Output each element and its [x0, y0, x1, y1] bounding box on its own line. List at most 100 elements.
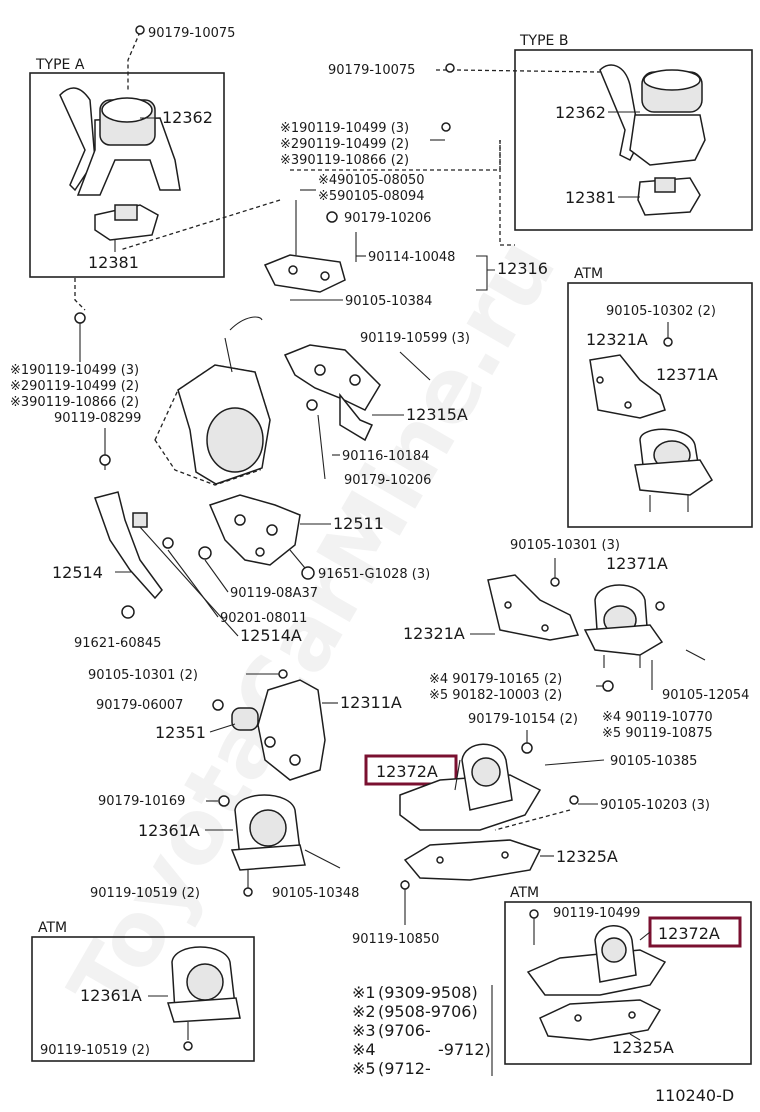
label-g3: 90119-08A37	[230, 586, 318, 601]
label-g4: 91651-G1028 (3)	[318, 567, 430, 582]
label-m2: 12372A	[658, 924, 720, 943]
label-a1: 90179-10075	[148, 26, 235, 41]
label-e4: 90179-10206	[344, 473, 431, 488]
date-legend: ※1 (9309-9508) ※2 (9508-9706) ※3 (9706- …	[352, 983, 493, 1078]
label-g7: 12514A	[240, 626, 302, 645]
label-g6: 91621-60845	[74, 636, 161, 651]
label-l1: 12361A	[80, 986, 142, 1005]
label-h9: ※5 90119-10875	[602, 726, 713, 741]
label-j3: 12325A	[556, 847, 618, 866]
label-b2: 12362	[555, 103, 606, 122]
label-e2: 12315A	[406, 405, 468, 424]
label-e3: 90116-10184	[342, 449, 429, 464]
label-c2: ※290119-10499 (2)	[280, 137, 409, 152]
label-j1: 12372A	[376, 762, 438, 781]
type-b-box	[514, 49, 753, 231]
label-j4: 90119-10850	[352, 932, 439, 947]
label-m3: 12325A	[612, 1038, 674, 1057]
label-f1: 90105-10302 (2)	[606, 304, 716, 319]
label-h1: 90105-10301 (3)	[510, 538, 620, 553]
atm-mount-3-drawing	[166, 946, 241, 1040]
rubber-block	[132, 512, 148, 528]
label-l2: 90119-10519 (2)	[40, 1043, 150, 1058]
label-i1: 90105-10301 (2)	[88, 668, 198, 683]
bracket-12325a-drawing	[403, 839, 542, 881]
label-h5: ※5 90182-10003 (2)	[429, 688, 562, 703]
label-d3: ※390119-10866 (2)	[10, 395, 139, 410]
label-m1: 90119-10499	[553, 906, 640, 921]
diagram-id: 110240-D	[655, 1086, 734, 1105]
label-g1: 12511	[333, 514, 384, 533]
label-k1: 90179-10169	[98, 794, 185, 809]
label-g2: 12514	[52, 563, 103, 582]
label-d1: ※190119-10499 (3)	[10, 363, 139, 378]
legend-mark: ※2	[352, 1002, 376, 1021]
label-k4: 90105-10348	[272, 886, 359, 901]
bracket-12511-drawing	[208, 494, 301, 566]
engine-mount-type-b-drawing	[599, 64, 706, 216]
bracket-12514-drawing	[94, 491, 163, 600]
label-c6: 90179-10206	[344, 211, 431, 226]
atm-1-title: ATM	[574, 266, 603, 282]
label-b3: 12381	[565, 188, 616, 207]
label-c3: ※390119-10866 (2)	[280, 153, 409, 168]
label-h6: 90105-12054	[662, 688, 749, 703]
atm-mount-2-drawing	[487, 574, 665, 668]
label-d4: 90119-08299	[54, 411, 141, 426]
label-h2: 12371A	[606, 554, 668, 573]
bracket-12315a-drawing	[283, 344, 381, 442]
watermark: ToyotaCarMine.ru	[49, 221, 576, 1030]
label-c4: ※490105-08050	[318, 173, 425, 188]
label-k2: 12361A	[138, 821, 200, 840]
atm-box-2	[504, 901, 752, 1065]
label-f3: 12371A	[656, 365, 718, 384]
bracket-12316-drawing	[263, 200, 357, 293]
label-h10: 90105-10385	[610, 754, 697, 769]
label-e1: 90119-10599 (3)	[360, 331, 470, 346]
bracket-12311a-drawing	[257, 679, 326, 781]
type-a-title: TYPE A	[35, 57, 85, 73]
label-c1: ※190119-10499 (3)	[280, 121, 409, 136]
label-i2: 90179-06007	[96, 698, 183, 713]
label-h3: 12321A	[403, 624, 465, 643]
legend-mark: ※5	[352, 1059, 376, 1078]
legend-range: (9309-9508)	[378, 983, 478, 1002]
atm-box-1	[567, 282, 753, 528]
label-h4: ※4 90179-10165 (2)	[429, 672, 562, 687]
label-i4: 12351	[155, 723, 206, 742]
label-h8: ※4 90119-10770	[602, 710, 713, 725]
label-c5: ※590105-08094	[318, 189, 425, 204]
engine-block-drawing	[154, 316, 271, 486]
legend-mark: ※1	[352, 983, 376, 1002]
stopper-12351	[231, 707, 259, 731]
label-g5: 90201-08011	[220, 611, 307, 626]
atm-mount-1-drawing	[589, 354, 714, 512]
type-b-title: TYPE B	[519, 33, 568, 49]
label-c7: 90114-10048	[368, 250, 455, 265]
mount-12372a-drawing	[399, 743, 542, 831]
label-c8: 12316	[497, 259, 548, 278]
label-a2: 12362	[162, 108, 213, 127]
legend-range: (9508-9706)	[378, 1002, 478, 1021]
label-h7: 90179-10154 (2)	[468, 712, 578, 727]
legend-range: (9712-	[378, 1059, 431, 1078]
legend-mark: ※4	[352, 1040, 376, 1059]
label-f2: 12321A	[586, 330, 648, 349]
legend-range: -9712)	[438, 1040, 491, 1059]
mount-12361a-drawing	[230, 794, 306, 871]
engine-mount-type-a-drawing	[59, 87, 181, 241]
label-b1: 90179-10075	[328, 63, 415, 78]
legend-mark: ※3	[352, 1021, 376, 1040]
label-j2: 90105-10203 (3)	[600, 798, 710, 813]
label-k3: 90119-10519 (2)	[90, 886, 200, 901]
label-c9: 90105-10384	[345, 294, 432, 309]
label-i3: 12311A	[340, 693, 402, 712]
atm-2-title: ATM	[510, 885, 539, 901]
atm-mount-12372a-drawing	[526, 925, 667, 1041]
atm-box-3	[31, 936, 255, 1062]
atm-3-title: ATM	[38, 920, 67, 936]
type-a-box	[29, 72, 225, 278]
label-a3: 12381	[88, 253, 139, 272]
